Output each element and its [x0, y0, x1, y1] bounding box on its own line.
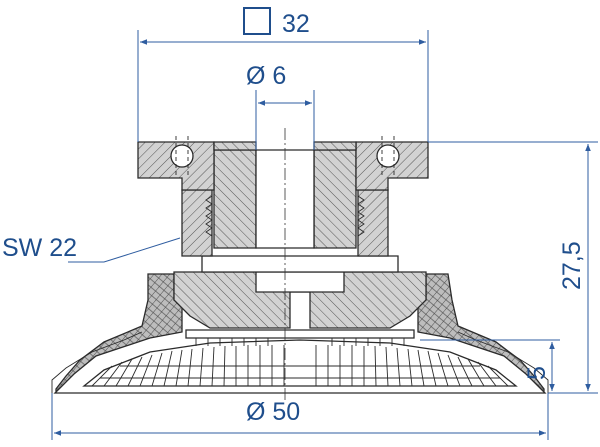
insert-section-right — [313, 149, 357, 249]
pin-left — [170, 144, 194, 168]
inner-step — [201, 255, 399, 273]
cup-outer-edge — [51, 331, 143, 393]
pin-right — [376, 144, 400, 168]
dim-wrench-label: SW 22 — [2, 234, 77, 262]
wrench-leader — [68, 237, 181, 263]
support-plate — [185, 329, 415, 339]
thread-left — [205, 195, 213, 237]
cup-outer-edge-right — [457, 331, 549, 393]
dim-square-value: 32 — [282, 10, 310, 38]
suction-cup-part — [51, 128, 549, 400]
lower-bore — [255, 271, 345, 293]
dimensions: 32 Ø 6 SW 22 27,5 5 Ø 50 — [2, 7, 598, 440]
cup-ribs — [91, 345, 509, 387]
plate-teeth — [195, 338, 405, 346]
dim-height-label: 27,5 — [558, 241, 586, 290]
insert-section — [213, 149, 257, 249]
dim-diameter-label: Ø 50 — [246, 398, 300, 426]
thread-right — [357, 195, 365, 237]
dim-bore-label: Ø 6 — [246, 62, 286, 90]
dim-lip-label: 5 — [523, 366, 551, 380]
square-symbol-icon — [243, 7, 271, 35]
